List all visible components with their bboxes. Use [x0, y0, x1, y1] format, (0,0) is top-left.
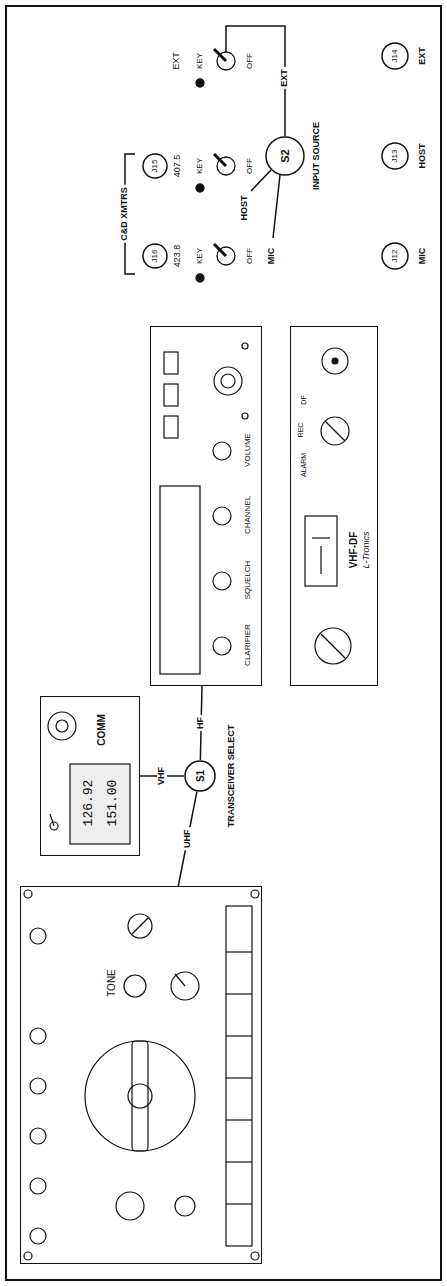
panel-label: HOST: [240, 195, 250, 220]
wire-label: HF: [196, 715, 206, 731]
panel-label: OFF: [246, 158, 255, 174]
node-label: J15: [151, 160, 160, 173]
jack: J13HOST: [381, 142, 409, 170]
panel-label: OFF: [246, 53, 255, 69]
node-label: TONE: [106, 969, 117, 997]
panel-label: EXT: [172, 52, 182, 70]
hf-radio-panel: CLARIFIER SQUELCH CHANNEL VOLUME: [150, 326, 262, 686]
node-label: COMM: [96, 714, 107, 746]
jack: J14EXT: [381, 42, 409, 70]
node-label: MIC: [418, 248, 428, 265]
node-label: VOLUME: [244, 433, 253, 467]
node-label: INPUT SOURCE: [312, 122, 322, 190]
selector-switch: S1TRANSCEIVER SELECT: [184, 760, 216, 792]
node-label: CLARIFIER: [244, 624, 253, 666]
node-label: 423.8: [173, 245, 183, 268]
jack: J12MIC: [381, 242, 409, 270]
vhf-df-panel: VHF-DFL-Tronics ALARM REC DF: [290, 326, 378, 686]
node-label: J13: [391, 150, 400, 163]
node-label: TRANSCEIVER SELECT: [227, 725, 237, 828]
panel-label: OFF: [246, 248, 255, 264]
node-label: HOST: [418, 143, 428, 168]
selector-wire: [178, 792, 197, 886]
node-label: S2: [279, 149, 291, 162]
node-label: REC: [297, 423, 305, 438]
node-label: VHF-DF: [348, 532, 359, 569]
wire-label: UHF: [183, 828, 193, 851]
node-label: DF: [300, 395, 308, 404]
node-label: 126.92: [82, 780, 96, 827]
wire-label: VHF: [157, 765, 167, 787]
panel-label: C&D XMTRS: [120, 185, 130, 243]
panel-label: KEY: [196, 53, 205, 69]
node-label: S1: [195, 770, 206, 782]
node-label: J12: [391, 250, 400, 263]
node-label: EXT: [418, 47, 428, 65]
jack: J15407.5: [142, 153, 168, 179]
node-label: 151.00: [106, 780, 120, 827]
node-label: SQUELCH: [244, 561, 253, 600]
panel-label: MIC: [267, 248, 277, 265]
node-label: 407.5: [173, 155, 183, 178]
node-label: J16: [151, 250, 160, 263]
node-label: L-Tronics: [362, 532, 372, 569]
panel-label: KEY: [196, 158, 205, 174]
selector-switch: S2INPUT SOURCE: [265, 136, 305, 176]
node-label: CHANNEL: [244, 496, 253, 534]
node-label: ALARM: [300, 453, 308, 477]
panel-label: EXT: [280, 67, 290, 89]
jack: J16423.8: [142, 243, 168, 269]
panel-label: KEY: [196, 248, 205, 264]
node-label: J14: [391, 50, 400, 63]
uhf-radio-panel: TONE: [20, 886, 262, 1264]
vhf-comm-panel: 126.92 151.00 COMM: [40, 696, 140, 856]
